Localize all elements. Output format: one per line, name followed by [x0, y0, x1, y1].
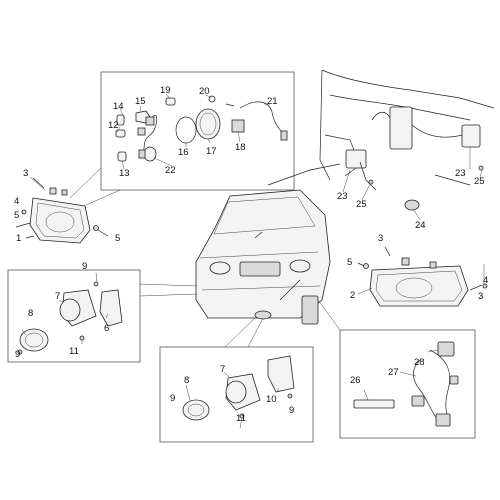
callout-4: 4	[483, 275, 488, 286]
callout-13: 13	[119, 168, 130, 179]
callout-10: 10	[266, 394, 277, 405]
callout-6: 6	[104, 323, 109, 334]
callout-8: 8	[28, 308, 33, 319]
callout-23: 23	[337, 191, 348, 202]
callout-27: 27	[388, 367, 399, 378]
callout-11: 11	[236, 413, 246, 424]
callout-21: 21	[267, 96, 278, 107]
callout-25: 25	[356, 199, 367, 210]
callout-18: 18	[235, 142, 246, 153]
callout-4: 4	[14, 196, 19, 207]
callout-9: 9	[82, 261, 87, 272]
callouts: 3 4 5 1 5 14 15 19 20 21 12 16 17 18 13 …	[14, 85, 488, 424]
callout-9: 9	[289, 405, 294, 416]
callout-1: 1	[16, 233, 21, 244]
callout-14: 14	[113, 101, 124, 112]
callout-23: 23	[455, 168, 466, 179]
bulb-detail-box	[69, 71, 295, 206]
callout-7: 7	[55, 291, 60, 302]
leader-lines	[21, 93, 485, 429]
callout-28: 28	[414, 357, 425, 368]
callout-16: 16	[178, 147, 189, 158]
fog-lamp-box-left	[7, 269, 198, 363]
callout-19: 19	[160, 85, 171, 96]
callout-24: 24	[415, 220, 426, 231]
callout-25: 25	[474, 176, 485, 187]
callout-22: 22	[165, 165, 176, 176]
callout-7: 7	[220, 364, 225, 375]
dashboard-area	[319, 69, 495, 211]
callout-9: 9	[170, 393, 175, 404]
callout-5: 5	[115, 233, 120, 244]
callout-3: 3	[378, 233, 383, 244]
callout-5: 5	[347, 257, 352, 268]
callout-3: 3	[23, 168, 28, 179]
bulb-parts	[115, 95, 288, 162]
right-headlamp	[357, 246, 488, 307]
vehicle	[195, 163, 341, 325]
callout-2: 2	[350, 290, 355, 301]
harness-box	[317, 299, 476, 439]
callout-8: 8	[184, 375, 189, 386]
callout-12: 12	[108, 120, 119, 131]
callout-9: 9	[15, 349, 20, 360]
callout-3: 3	[478, 291, 483, 302]
callout-11: 11	[69, 346, 79, 357]
left-headlamp	[15, 177, 109, 244]
callout-15: 15	[135, 96, 146, 107]
callout-5: 5	[14, 210, 19, 221]
callout-17: 17	[206, 146, 217, 157]
fog-lamp-box-center	[159, 317, 314, 443]
callout-26: 26	[350, 375, 361, 386]
callout-20: 20	[199, 86, 210, 97]
